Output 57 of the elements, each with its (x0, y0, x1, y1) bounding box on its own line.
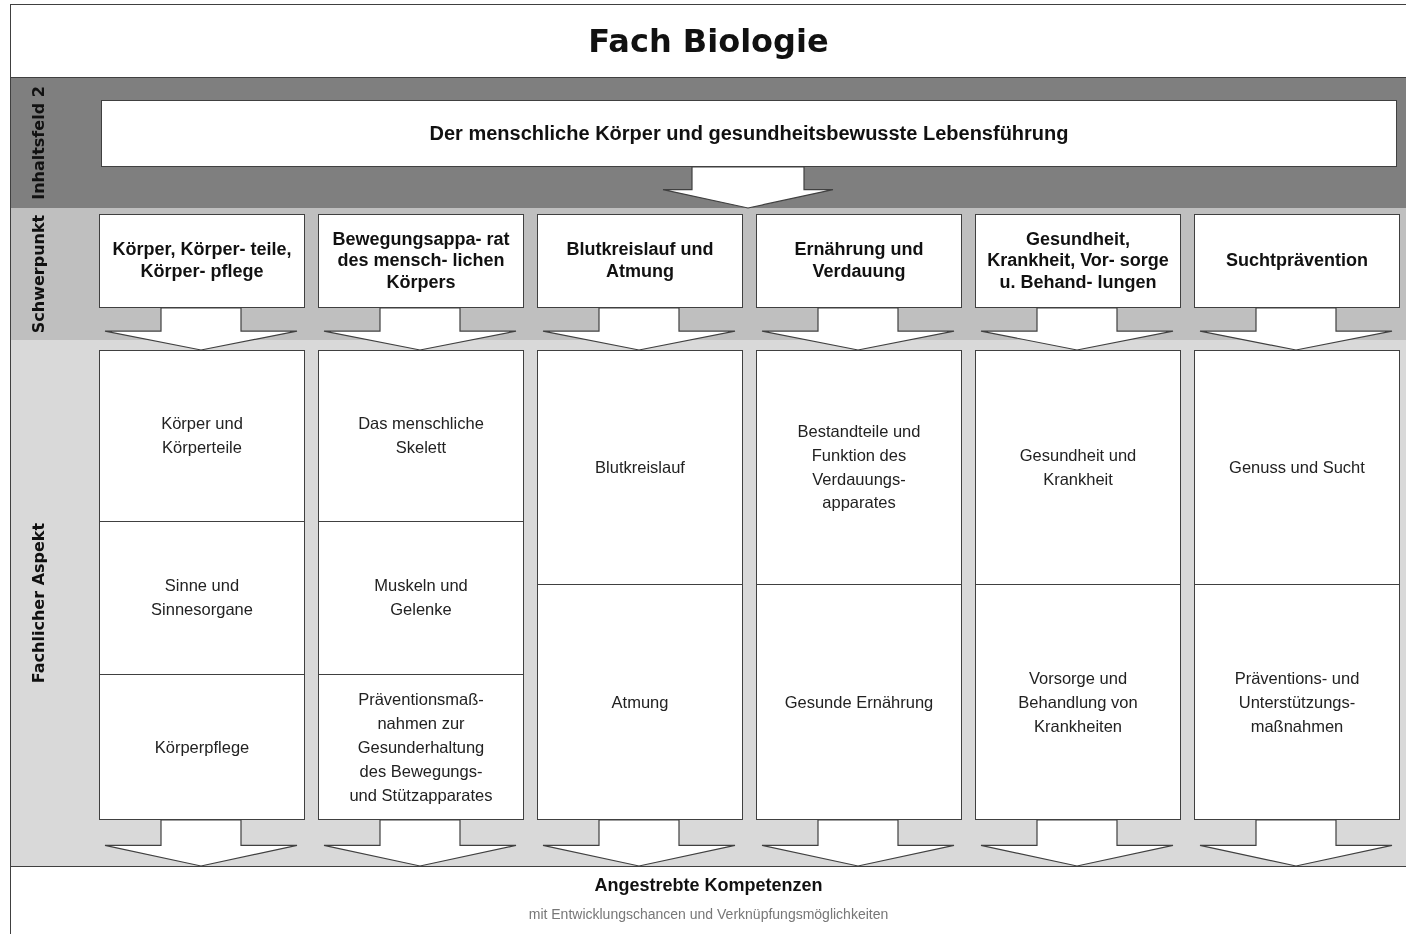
block-arrow (542, 819, 736, 867)
aspect-text: Bestandteile und Funktion des Verdauungs- apparates (796, 420, 922, 514)
aspect-column (1194, 350, 1400, 820)
focus-box (756, 214, 962, 308)
aspect-text: Gesunde Ernährung (783, 692, 935, 714)
title: Fach Biologie (588, 22, 829, 60)
block-arrow (761, 819, 955, 867)
block-arrow (1199, 307, 1393, 351)
band-label: Fachlicher Aspekt (29, 522, 48, 684)
aspect-column (756, 350, 962, 820)
block-arrow (542, 307, 736, 351)
topic-box (101, 100, 1397, 167)
band (10, 340, 1406, 866)
focus-text: Bewegungsappa- rat des mensch- lichen Körpers (331, 228, 511, 294)
aspect-text: Atmung (610, 692, 670, 714)
focus-box (99, 214, 305, 308)
focus-text: Suchtprävention (1225, 250, 1369, 272)
aspect-text: Vorsorge und Behandlung von Krankheiten (1017, 668, 1139, 737)
focus-text: Blutkreislauf und Atmung (565, 239, 715, 283)
competence-subtitle: mit Entwicklungschancen und Verknüpfungsmöglichkeiten (528, 906, 889, 922)
block-arrow (323, 819, 517, 867)
aspect-text: Blutkreislauf (594, 456, 686, 478)
focus-text: Körper, Körper- teile, Körper- pflege (111, 239, 293, 283)
focus-text: Gesundheit, Krankheit, Vor- sorge u. Behand- lungen (986, 228, 1170, 294)
block-arrow (761, 307, 955, 351)
focus-box (537, 214, 743, 308)
aspect-text: Genuss und Sucht (1228, 456, 1366, 478)
block-arrow (1199, 819, 1393, 867)
focus-box (318, 214, 524, 308)
focus-box (1194, 214, 1400, 308)
topic-text: Der menschliche Körper und gesundheitsbewusste Lebensführung (429, 122, 1069, 145)
aspect-column (99, 350, 305, 820)
block-arrow (980, 307, 1174, 351)
focus-box (975, 214, 1181, 308)
block-arrow (104, 307, 298, 351)
block-arrow (104, 819, 298, 867)
aspect-text: Präventions- und Unterstützungs- maßnahmen (1233, 668, 1361, 737)
aspect-text: Sinne und Sinnesorgane (150, 575, 254, 620)
aspect-text: Das menschliche Skelett (357, 413, 485, 458)
block-arrow (980, 819, 1174, 867)
competence-heading: Angestrebte Kompetenzen (594, 875, 823, 896)
aspect-text: Körper und Körperteile (160, 413, 244, 458)
aspect-column (318, 350, 524, 820)
aspect-text: Präventionsmaß- nahmen zur Gesunderhaltung des Bewegungs- und Stützapparates (348, 689, 494, 806)
band-label: Inhaltsfeld 2 (29, 86, 48, 200)
band (10, 78, 1406, 208)
title-bar (10, 4, 1406, 78)
aspect-column (975, 350, 1181, 820)
aspect-text: Gesundheit und Krankheit (1018, 444, 1138, 490)
block-arrow (323, 307, 517, 351)
block-arrow (662, 166, 834, 209)
aspect-text: Körperpflege (153, 737, 251, 759)
aspect-column (537, 350, 743, 820)
competence-band (10, 866, 1406, 934)
band-label: Schwerpunkt (29, 214, 48, 334)
aspect-text: Muskeln und Gelenke (373, 575, 469, 620)
focus-text: Ernährung und Verdauung (793, 239, 925, 283)
